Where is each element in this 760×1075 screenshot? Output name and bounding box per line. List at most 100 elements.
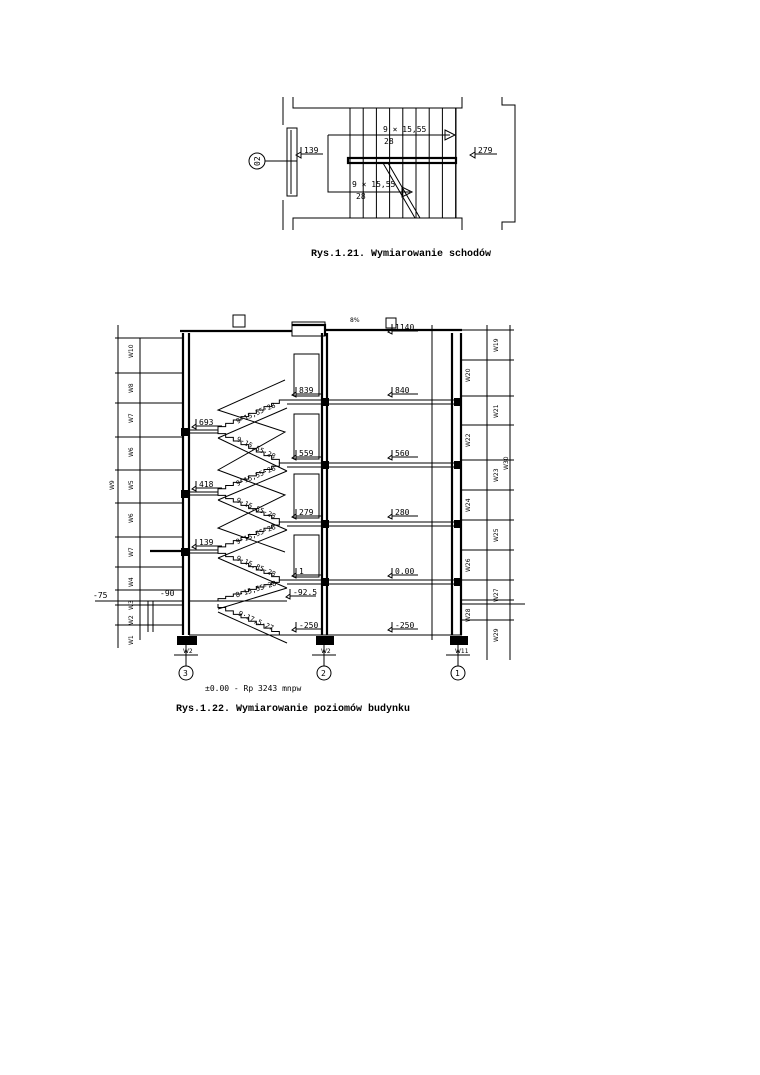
door-opening — [293, 353, 320, 397]
axis-dim-label: W2 — [321, 648, 331, 655]
figure-2-caption: Rys.1.22. Wymiarowanie poziomów budynku — [176, 703, 410, 715]
level-marker-icon — [387, 450, 418, 461]
flight-soffit — [217, 557, 288, 589]
arrow-up-icon — [444, 129, 457, 141]
datum-note: ±0.00 - Rp 3243 mnpw — [205, 684, 302, 693]
stair-plan-figure: 9 × 15,55 28 9 × 15,55 28 139 279 02 Rys… — [248, 97, 516, 260]
floor-slab — [287, 521, 462, 527]
level-stair-core: 559 — [299, 449, 314, 458]
level-half-landing: 693 — [199, 418, 214, 427]
right-wall — [501, 97, 516, 230]
left-dim-label: W1 — [128, 635, 135, 645]
axis-label: 3 — [183, 669, 188, 678]
level-marker-icon — [387, 568, 418, 579]
level-marker-icon — [387, 387, 418, 398]
level-main: 280 — [395, 508, 410, 517]
figure-1-caption: Rys.1.21. Wymiarowanie schodów — [311, 248, 491, 260]
wall-axis-2 — [320, 333, 329, 635]
door-opening — [293, 534, 320, 578]
axis-dim-label: W11 — [455, 648, 469, 655]
walking-line — [327, 134, 450, 193]
level-main: 840 — [395, 386, 410, 395]
axis-label-02: 02 — [253, 156, 262, 166]
stair-flight — [217, 521, 287, 550]
stair-flight — [217, 462, 287, 492]
lintel — [181, 428, 190, 436]
footing-axis-3 — [177, 636, 197, 645]
left-dim-label: W5 — [128, 480, 135, 490]
roof-box — [291, 321, 326, 337]
right-dim-label: W20 — [465, 368, 472, 382]
stair-flight — [217, 430, 287, 464]
right-dim-label: W28 — [465, 608, 472, 622]
axis-bubble — [316, 665, 332, 681]
bottom-wall — [292, 217, 463, 230]
ring-beam — [454, 520, 462, 528]
axis-bubble — [450, 665, 466, 681]
stair-core-openings — [293, 353, 320, 578]
level-139: 139 — [304, 146, 319, 155]
door-opening — [293, 473, 320, 519]
level-marker-icon — [291, 568, 322, 579]
top-wall — [292, 97, 463, 109]
ring-beam — [454, 578, 462, 586]
flight-upper-tread: 28 — [384, 137, 394, 146]
flight-soffit — [217, 437, 288, 472]
landing-beam — [346, 156, 458, 165]
axis-label: 1 — [455, 669, 460, 678]
floor-slab — [287, 579, 462, 585]
ring-beam — [321, 520, 329, 528]
dimension-labels: W10W8W7W6W5W6W7W4W3W2W1W9W19W20W21W22W23… — [109, 329, 514, 645]
level-marker-icon — [291, 622, 322, 633]
right-total-label: W30 — [503, 456, 510, 470]
level-stair-core: 1 — [299, 567, 304, 576]
roof-vent — [385, 317, 397, 329]
left-dim-label: W7 — [128, 413, 135, 423]
ground-line — [95, 600, 525, 605]
ring-beam — [321, 461, 329, 469]
right-dim-label: W29 — [493, 628, 500, 642]
ring-beam — [454, 398, 462, 406]
level-marker-icon — [191, 481, 222, 492]
right-dim-label: W26 — [465, 558, 472, 572]
level-half-landing: 139 — [199, 538, 214, 547]
flight-lower-tread: 28 — [356, 192, 366, 201]
level-stair-core: 839 — [299, 386, 314, 395]
entrance-level: -90 — [160, 589, 175, 598]
right-dim-label: W19 — [493, 338, 500, 352]
flight-soffit — [217, 587, 288, 610]
level-main: 0.00 — [395, 567, 414, 576]
level-marker-icon — [387, 324, 418, 335]
right-dimension-chain — [431, 325, 511, 660]
left-dim-label: W6 — [128, 447, 135, 457]
stair-flight — [217, 604, 287, 636]
half-landing — [189, 491, 218, 496]
level-main: 1140 — [395, 323, 414, 332]
flight-label: 8·15,55·28 — [235, 580, 278, 600]
flight-upper-label: 9 × 15,55 — [383, 125, 427, 134]
half-landing — [189, 429, 218, 434]
level-main: -250 — [395, 621, 414, 630]
flight-soffit — [217, 407, 288, 439]
roof-vent — [232, 314, 246, 328]
right-dim-label: W22 — [465, 433, 472, 447]
right-dim-label: W23 — [493, 468, 500, 482]
left-dim-label: W2 — [128, 615, 135, 625]
half-landing — [189, 549, 218, 554]
floor-slab — [287, 399, 462, 405]
ring-beam — [454, 461, 462, 469]
flight-soffit — [217, 611, 288, 644]
flight-lower-label: 9 × 15,55 — [352, 180, 396, 189]
ground-level: -75 — [93, 591, 108, 600]
level-marker-icon — [285, 589, 316, 600]
axis-bubble — [178, 665, 194, 681]
level-markers: 11408405602800.00-2508395592791-25069341… — [191, 323, 418, 633]
level-half-landing: 418 — [199, 480, 214, 489]
right-dim-label: W25 — [493, 528, 500, 542]
axis-label: 2 — [321, 669, 326, 678]
left-dim-label: W8 — [128, 383, 135, 393]
left-dim-label: W10 — [128, 344, 135, 358]
level-marker-icon — [291, 387, 322, 398]
level-marker-icon — [295, 147, 323, 159]
